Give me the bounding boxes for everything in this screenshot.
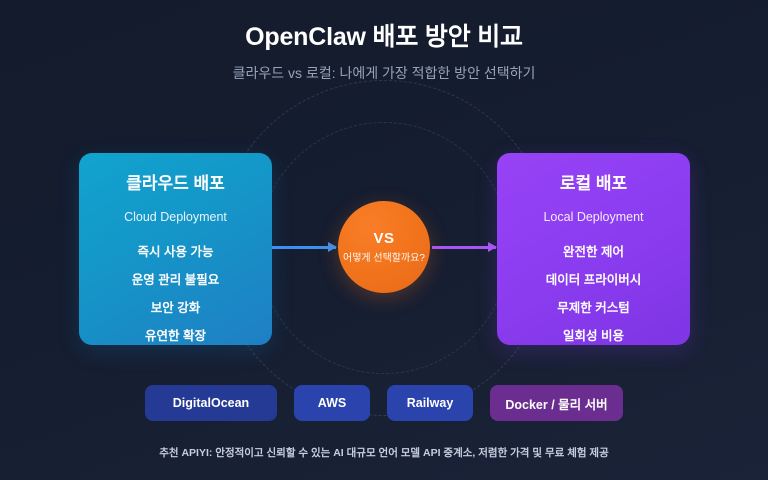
card-local-deployment[interactable]: 로컬 배포 Local Deployment 완전한 제어 데이터 프라이버시 … [497,153,690,345]
list-item: 무제한 커스텀 [557,301,630,316]
arrow-head-icon [488,242,497,252]
provider-pill-row: DigitalOcean AWS Railway Docker / 물리 서버 [145,385,625,421]
vs-label: VS [373,229,395,247]
pill-digitalocean[interactable]: DigitalOcean [145,385,277,421]
card-cloud-feature-list: 즉시 사용 가능 운영 관리 불필요 보안 강화 유연한 확장 [91,245,260,344]
list-item: 보안 강화 [150,301,201,316]
pill-docker-physical-server[interactable]: Docker / 물리 서버 [490,385,623,421]
list-item: 즉시 사용 가능 [137,245,214,260]
list-item: 완전한 제어 [563,245,624,260]
card-local-title: 로컬 배포 [559,174,628,193]
pill-aws[interactable]: AWS [294,385,370,421]
page-title: OpenClaw 배포 방안 비교 [245,23,523,51]
pill-railway[interactable]: Railway [387,385,473,421]
page-subtitle: 클라우드 vs 로컬: 나에게 가장 적합한 방안 선택하기 [232,65,536,81]
list-item: 일회성 비용 [563,329,624,344]
card-local-feature-list: 완전한 제어 데이터 프라이버시 무제한 커스텀 일회성 비용 [509,245,678,344]
list-item: 데이터 프라이버시 [545,273,642,288]
arrow-right-icon-cloud-to-vs [272,242,337,252]
arrow-head-icon [328,242,337,252]
header: OpenClaw 배포 방안 비교 클라우드 vs 로컬: 나에게 가장 적합한… [0,22,768,82]
vs-badge: VS 어떻게 선택할까요? [338,201,430,293]
card-local-subtitle: Local Deployment [543,210,644,225]
arrow-right-icon-vs-to-local [432,242,497,252]
list-item: 유연한 확장 [145,329,206,344]
vs-question-text: 어떻게 선택할까요? [343,252,425,264]
card-cloud-deployment[interactable]: 클라우드 배포 Cloud Deployment 즉시 사용 가능 운영 관리 … [79,153,272,345]
footer-note: 추천 APIYI: 안정적이고 신뢰할 수 있는 AI 대규모 언어 모델 AP… [159,447,609,459]
card-cloud-subtitle: Cloud Deployment [124,210,227,225]
list-item: 운영 관리 불필요 [131,273,220,288]
card-cloud-title: 클라우드 배포 [126,174,225,193]
